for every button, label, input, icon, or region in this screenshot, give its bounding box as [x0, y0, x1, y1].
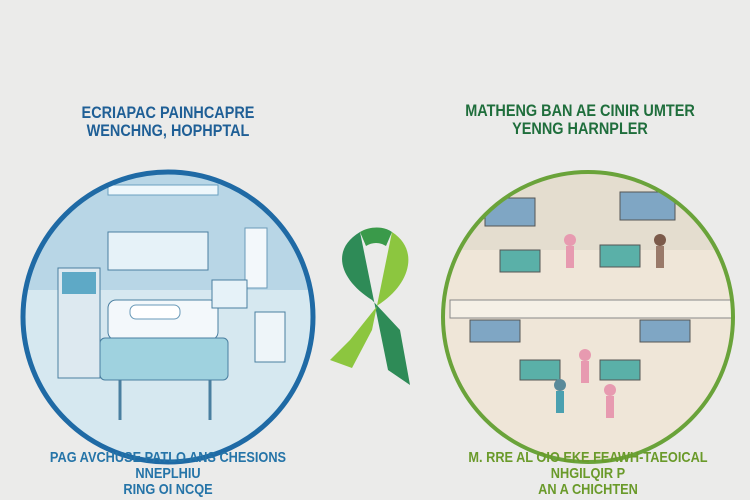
left-title-line-2: WENCHNG, HOPHPTAL [86, 121, 250, 140]
left-caption-line-1: PAG AVCHUSE PATLO ANS CHESIONS [49, 449, 287, 466]
community-hospital-illustration [441, 170, 735, 464]
left-title-line-1: ECRIAPAC PAINHCAPRE [81, 103, 255, 122]
left-caption-line-3: RING OI NCQE [123, 481, 213, 498]
right-title-line-1: MATHENG BAN AE CINIR UMTER [465, 101, 695, 120]
right-caption-line-1: M. RRE AL OIO EKE FEAWH-TAEOICAL [468, 449, 708, 466]
right-caption-line-2: NHGILQIR P [550, 465, 626, 482]
right-caption-line-3: AN A CHICHTEN [538, 481, 638, 498]
icu-room-illustration [20, 169, 316, 465]
awareness-ribbon-icon [330, 227, 410, 385]
right-title-line-2: YENNG HARNPLER [512, 119, 648, 138]
left-caption-line-2: NNEPLHIU [135, 465, 201, 482]
